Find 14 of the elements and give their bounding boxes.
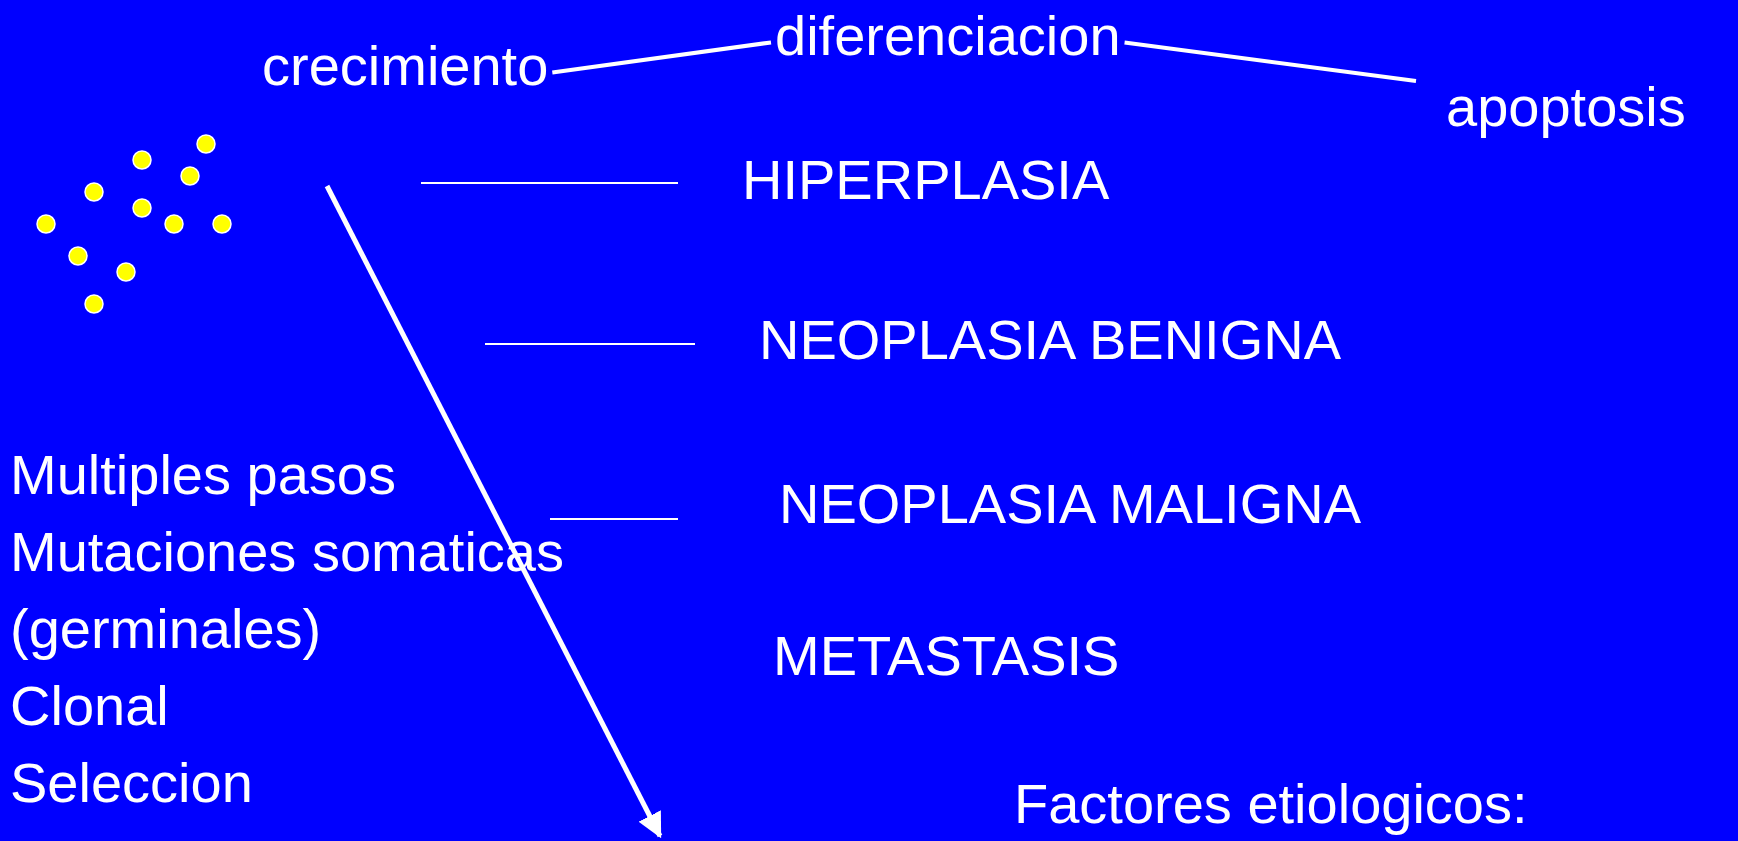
term-label: diferenciacion [775, 4, 1121, 68]
stage-label: NEOPLASIA BENIGNA [759, 308, 1341, 372]
stage-label: METASTASIS [773, 624, 1120, 688]
stage-label: (germinales) [10, 597, 322, 661]
term-label: crecimiento [262, 34, 549, 98]
stage-label: NEOPLASIA MALIGNA [779, 472, 1361, 536]
connector-line [1124, 40, 1417, 83]
heading-text: Factores etiologicos: [1014, 772, 1528, 836]
stage-label: HIPERPLASIA [742, 148, 1110, 212]
stage-label: Clonal [10, 674, 169, 738]
stage-label: Seleccion [10, 751, 253, 815]
stage-label: Multiples pasos [10, 443, 396, 507]
connector-line [552, 40, 772, 75]
term-label: apoptosis [1446, 75, 1686, 139]
